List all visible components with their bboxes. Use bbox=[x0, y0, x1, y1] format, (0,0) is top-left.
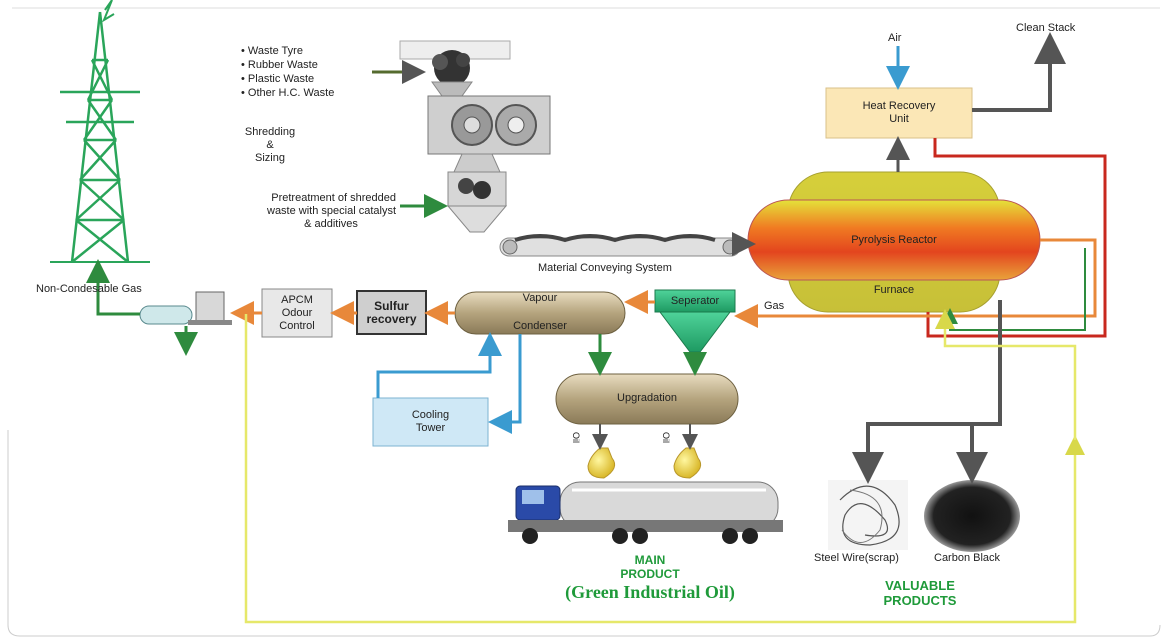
valuable-products-label: VALUABLE PRODUCTS bbox=[870, 578, 970, 608]
carbon-black-label: Carbon Black bbox=[934, 552, 1001, 564]
apcm-line: Control bbox=[279, 319, 315, 332]
pipe-fuel-return-loop bbox=[244, 314, 1085, 624]
feedstock-item: Plastic Waste bbox=[241, 72, 334, 86]
feedstock-item: Waste Tyre bbox=[241, 44, 334, 58]
apcm-line: Odour bbox=[281, 306, 313, 319]
transmission-tower-icon bbox=[50, 0, 150, 263]
feedstock-item: Rubber Waste bbox=[241, 58, 334, 72]
arrow-condenser-to-cooling bbox=[488, 334, 522, 434]
upgradation-label: Upgradation bbox=[617, 391, 677, 404]
arrow-reactor-to-steel-wire bbox=[852, 300, 1002, 484]
cooling-tower-line: Tower bbox=[415, 422, 446, 434]
main-product-title: (Green Industrial Oil) bbox=[565, 582, 735, 602]
shredding-line: & bbox=[266, 139, 274, 151]
carbon-black-icon bbox=[924, 480, 1020, 552]
furnace-label: Furnace bbox=[873, 283, 915, 296]
heat-recovery-line: Unit bbox=[889, 113, 909, 125]
arrow-gas-to-separator bbox=[734, 238, 1097, 328]
cooling-tower-line: Cooling bbox=[411, 409, 450, 421]
valuable-line: PRODUCTS bbox=[883, 593, 957, 608]
non-condensable-gas-label: Non-Condesable Gas bbox=[36, 283, 142, 295]
sulfur-recovery-unit bbox=[356, 290, 427, 335]
pretreatment-line: & additives bbox=[304, 218, 358, 230]
steel-wire-label: Steel Wire(scrap) bbox=[814, 552, 899, 564]
pipe-heat-recovery-loop bbox=[926, 138, 1107, 338]
cooling-tower bbox=[372, 397, 489, 447]
sulfur-line: recovery bbox=[366, 311, 417, 326]
feedstock-list: Waste Tyre Rubber Waste Plastic Waste Ot… bbox=[241, 44, 334, 100]
reactor-label: Pyrolysis Reactor bbox=[851, 233, 937, 246]
conveying-label: Material Conveying System bbox=[538, 262, 672, 274]
pyrolysis-reactor bbox=[747, 171, 1041, 313]
upgradation-tank bbox=[555, 373, 739, 425]
main-product-label: MAIN PRODUCT (Green Industrial Oil) bbox=[565, 553, 735, 603]
gas-tank-generator-icon bbox=[139, 291, 232, 325]
pipe-fuel-to-furnace bbox=[935, 309, 1077, 440]
vapour-label: Vapour bbox=[522, 291, 558, 304]
pretreatment-line: waste with special catalyst bbox=[267, 205, 396, 217]
main-product-line: PRODUCT bbox=[620, 567, 680, 581]
shredding-line: Sizing bbox=[255, 152, 285, 164]
oil-label: Oil bbox=[571, 432, 581, 443]
heat-recovery-label: Heat Recovery Unit bbox=[826, 88, 972, 138]
feed-hopper-icon bbox=[399, 40, 511, 97]
separator-vessel bbox=[654, 289, 736, 353]
shredding-label: Shredding & Sizing bbox=[242, 126, 298, 165]
oil-bag-icon bbox=[587, 447, 616, 479]
cooling-tower-label: Cooling Tower bbox=[373, 398, 488, 446]
separator-label: Seperator bbox=[670, 294, 720, 307]
shredding-line: Shredding bbox=[244, 126, 296, 138]
valuable-line: VALUABLE bbox=[885, 578, 955, 593]
arrow-cooling-to-condenser bbox=[376, 332, 502, 398]
conveyor-belt-icon bbox=[499, 234, 741, 257]
pretreatment-vessel-icon bbox=[446, 153, 508, 233]
pretreatment-line: Pretreatment of shredded bbox=[271, 192, 396, 204]
apcm-odour-control-unit bbox=[261, 288, 333, 338]
clean-stack-label: Clean Stack bbox=[1016, 22, 1076, 34]
sulfur-recovery-label: Sulfur recovery bbox=[357, 291, 426, 334]
arrow-heat-recovery-to-stack bbox=[972, 32, 1066, 112]
heat-recovery-line: Heat Recovery bbox=[862, 100, 936, 112]
main-product-line: MAIN bbox=[634, 553, 666, 567]
feedstock-item: Other H.C. Waste bbox=[241, 86, 334, 100]
apcm-label: APCM Odour Control bbox=[262, 289, 332, 337]
oil-bag-icon bbox=[673, 447, 702, 479]
shredder-icon bbox=[427, 95, 551, 155]
oil-tanker-truck-icon bbox=[508, 481, 783, 544]
condenser-label: Condenser bbox=[513, 319, 567, 332]
arrow-generator-to-grid bbox=[86, 259, 140, 316]
frame-outline bbox=[7, 430, 1161, 637]
heat-recovery-unit bbox=[825, 87, 973, 139]
sulfur-line: Sulfur bbox=[374, 298, 409, 313]
pretreatment-label: Pretreatment of shredded waste with spec… bbox=[266, 192, 396, 231]
gas-label: Gas bbox=[764, 300, 785, 312]
air-label: Air bbox=[888, 32, 902, 44]
oil-label: Oil bbox=[661, 432, 671, 443]
apcm-line: APCM bbox=[281, 293, 313, 306]
steel-wire-scrap-icon bbox=[828, 480, 908, 550]
